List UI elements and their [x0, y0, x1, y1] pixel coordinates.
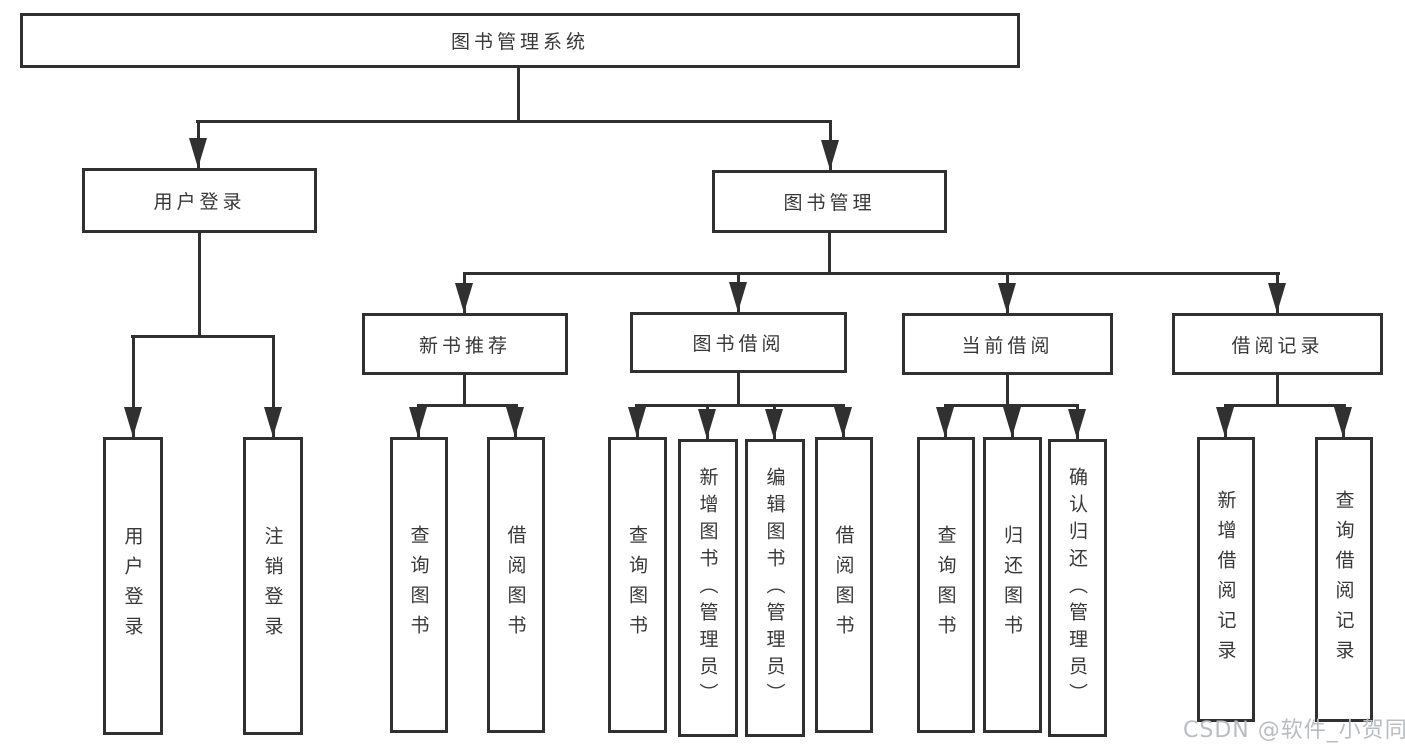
connector-current-borrow-stem [1006, 375, 1009, 404]
leaf-bb-query-books: 查询图书 [608, 437, 667, 733]
arrow-to-book-mgmt [821, 120, 839, 170]
leaf-logout: 注销登录 [243, 437, 303, 735]
arrow-to-leaf-logout [264, 335, 282, 437]
arrow-to-leaf-br-query [1334, 404, 1352, 437]
connector-book-borrow-stem [737, 373, 740, 404]
arrow-to-leaf-nbr-borrow [506, 404, 524, 437]
connector-root-stem [517, 68, 520, 120]
node-user-login: 用户登录 [82, 168, 317, 233]
arrow-to-current-borrow [998, 272, 1016, 313]
leaf-bb-add-books-admin: 新增图书（管理员） [678, 439, 738, 737]
leaf-bb-borrow-books: 借阅图书 [815, 437, 873, 733]
node-book-borrow: 图书借阅 [630, 312, 847, 373]
node-book-mgmt: 图书管理 [712, 170, 947, 233]
connector-book-mgmt-stem [828, 233, 831, 272]
node-current-borrow: 当前借阅 [902, 313, 1113, 375]
connector-borrow-records-stem [1276, 375, 1279, 404]
leaf-cb-query-books: 查询图书 [917, 437, 975, 733]
connector-book-mgmt-hline [463, 272, 1280, 275]
arrow-to-leaf-user-login [124, 335, 142, 437]
connector-new-book-rec-stem [463, 375, 466, 404]
leaf-br-add-record: 新增借阅记录 [1197, 437, 1255, 722]
arrow-to-leaf-bb-borrow [834, 404, 852, 437]
arrow-to-borrow-records [1268, 272, 1286, 313]
arrow-to-new-book-rec [455, 272, 473, 313]
leaf-cb-confirm-return-admin: 确认归还（管理员） [1048, 439, 1107, 737]
leaf-br-query-record: 查询借阅记录 [1315, 437, 1373, 722]
arrow-to-leaf-cb-return [1003, 404, 1021, 437]
arrow-to-leaf-br-add [1216, 404, 1234, 437]
node-new-book-rec: 新书推荐 [362, 313, 568, 375]
node-borrow-records: 借阅记录 [1172, 313, 1383, 375]
arrow-to-user-login [189, 120, 207, 168]
csdn-watermark: CSDN @软件_小贺同学 [1183, 718, 1405, 743]
connector-user-login-hline [131, 335, 275, 338]
connector-borrow-records-hline [1224, 404, 1346, 407]
leaf-bb-edit-books-admin: 编辑图书（管理员） [745, 439, 805, 737]
connector-user-login-stem [198, 233, 201, 335]
leaf-user-login: 用户登录 [103, 437, 163, 735]
node-root-library-system: 图书管理系统 [20, 13, 1020, 68]
arrow-to-leaf-cb-query [936, 404, 954, 437]
arrow-to-leaf-nbr-query [409, 404, 427, 437]
connector-new-book-rec-hline [417, 404, 518, 407]
connector-book-borrow-hline [635, 404, 845, 407]
leaf-nbr-query-books: 查询图书 [390, 437, 448, 733]
arrow-to-book-borrow [729, 272, 747, 312]
arrow-to-leaf-cb-confirm [1068, 404, 1086, 439]
arrow-to-leaf-bb-edit [765, 404, 783, 439]
leaf-nbr-borrow-books: 借阅图书 [487, 437, 545, 733]
connector-root-hline [196, 120, 832, 123]
arrow-to-leaf-bb-query [628, 404, 646, 437]
arrow-to-leaf-bb-add [698, 404, 716, 439]
leaf-cb-return-books: 归还图书 [983, 437, 1042, 733]
